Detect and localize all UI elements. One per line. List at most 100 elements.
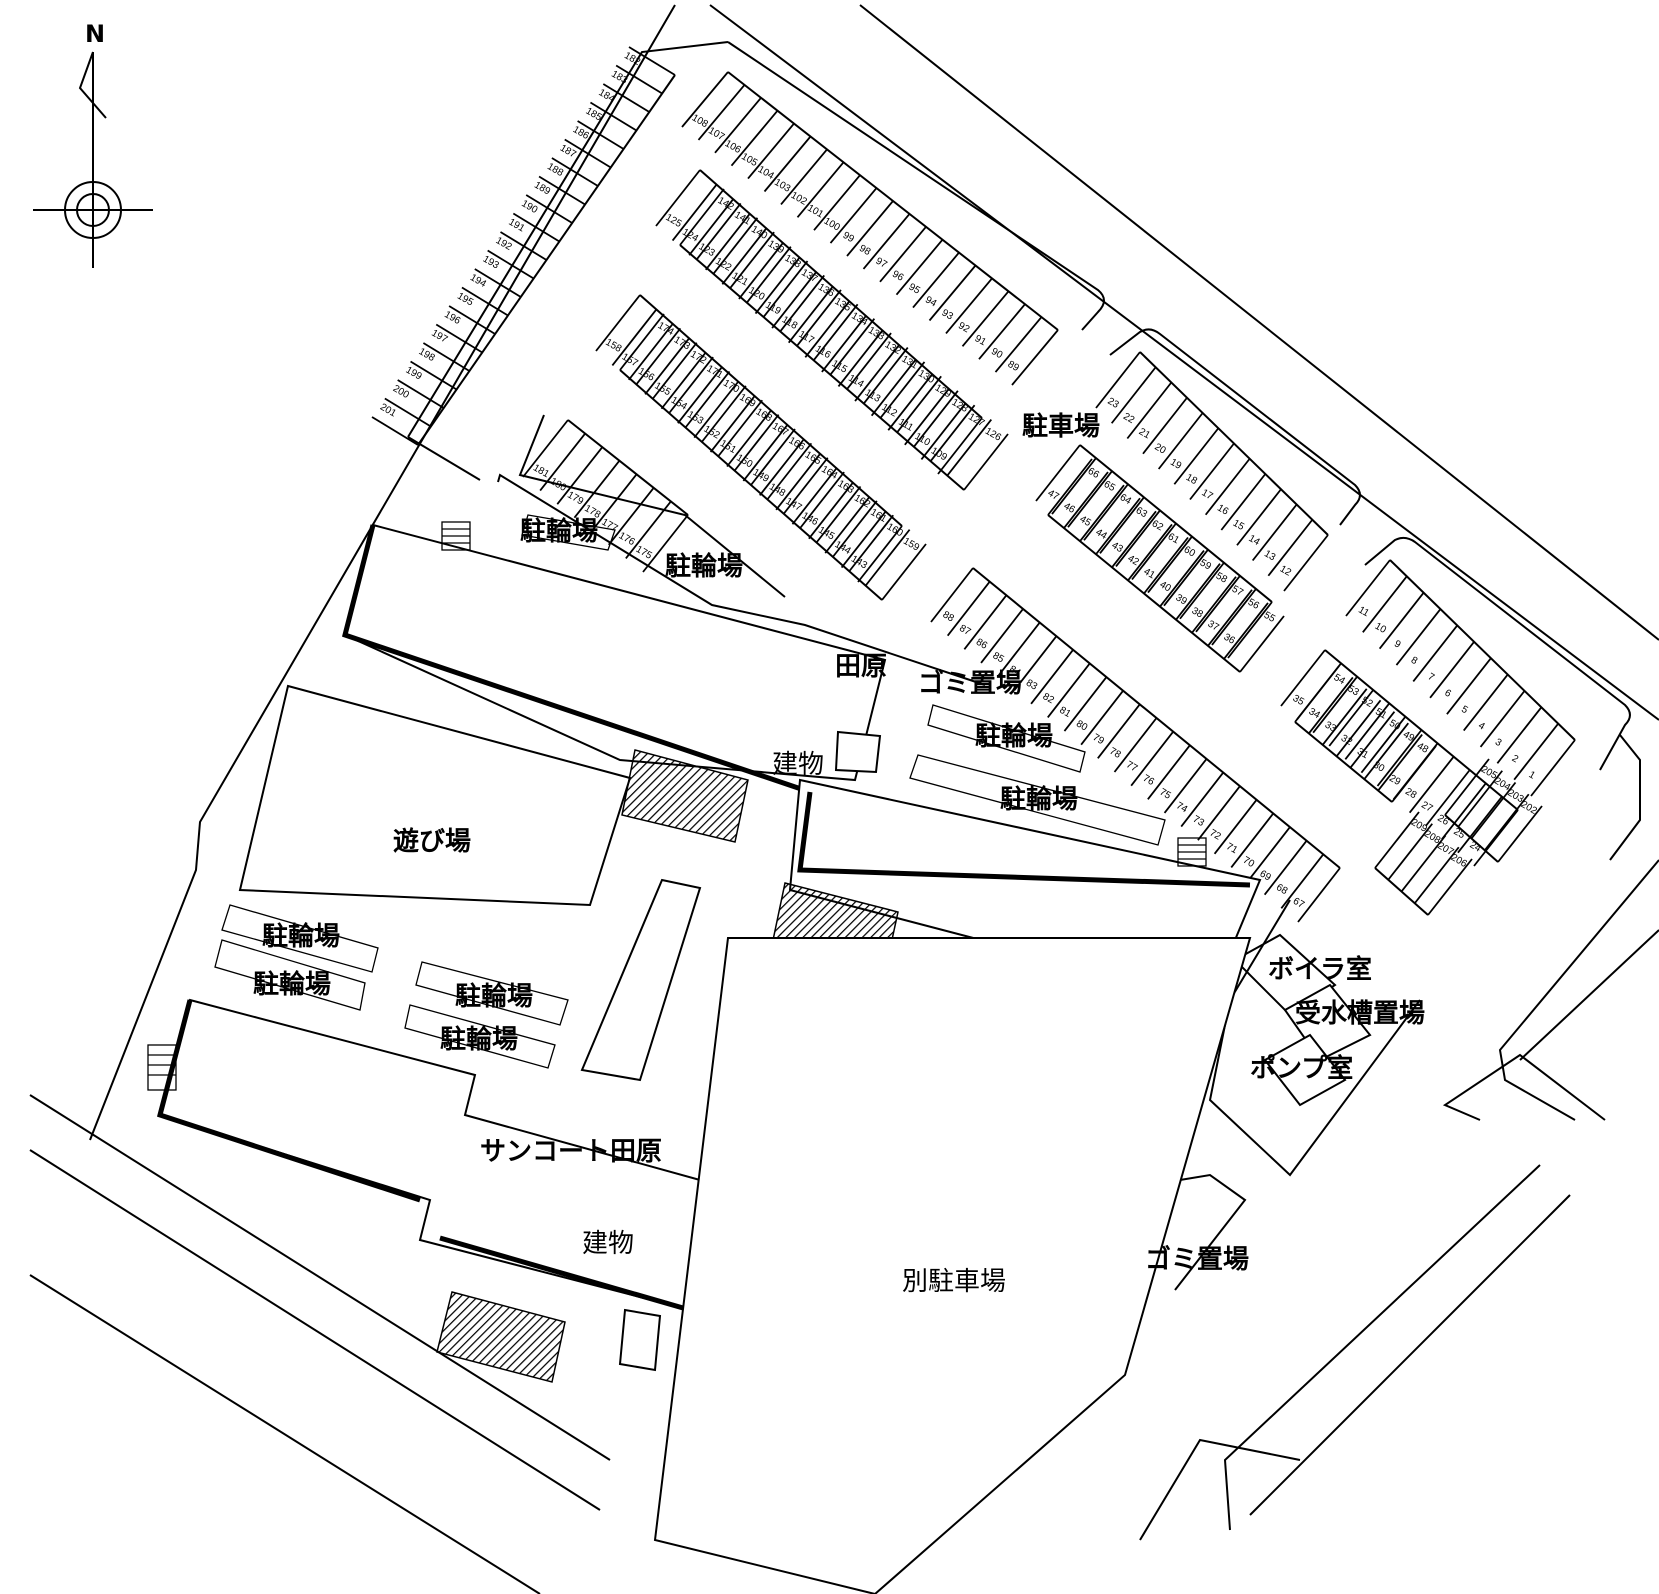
parking-stall-number: 46	[1062, 501, 1078, 516]
parking-stall-number: 79	[1091, 732, 1107, 747]
parking-stall-number: 128	[950, 397, 970, 415]
parking-stall-number: 100	[822, 216, 842, 234]
parking-stall-line	[567, 419, 689, 516]
parking-stall-number: 180	[548, 476, 568, 494]
parking-stall-line	[1414, 846, 1460, 904]
parking-stall-number: 29	[1387, 773, 1403, 788]
parking-stall-number: 110	[913, 431, 933, 449]
parking-stall-line	[1513, 723, 1559, 781]
parking-stall-line	[804, 300, 851, 358]
playground-label: 遊び場	[393, 826, 471, 857]
parking-stall-number: 14	[1246, 533, 1262, 548]
parking-stall-line	[829, 318, 876, 376]
parking-stall-line	[1391, 745, 1437, 803]
parking-stall-line	[746, 246, 792, 304]
parking-stall-line	[783, 457, 829, 515]
parking-stall-number: 17	[1199, 487, 1215, 502]
parking-stall-number: 64	[1118, 492, 1134, 507]
parking-stall-number: 5	[1459, 704, 1470, 717]
parking-stall-line	[840, 511, 887, 569]
parking-stall-line	[1111, 510, 1157, 568]
parking-stall-number: 95	[907, 282, 923, 297]
parking-stall-number: 52	[1359, 695, 1375, 710]
parking-stall-number: 69	[1258, 868, 1274, 883]
parking-stall-line	[1377, 734, 1423, 792]
parking-stall-line	[1131, 522, 1177, 581]
parking-stall-line	[754, 256, 801, 315]
parking-stall-number: 111	[896, 417, 915, 434]
parking-stall-line	[1110, 366, 1157, 424]
bike-parking-label: 駐輪場	[975, 721, 1053, 752]
parking-stall-number: 4	[1476, 720, 1487, 733]
parking-stall-number: 82	[1041, 691, 1057, 706]
parking-stall-number: 10	[1373, 621, 1389, 636]
parking-stall-number: 28	[1403, 786, 1419, 801]
parking-stall-line	[714, 97, 762, 154]
bike-racks	[214, 514, 1166, 1069]
parking-stall-number: 108	[690, 112, 710, 130]
building-name-label: サンコート田原	[480, 1137, 662, 1167]
parking-stall-line	[1344, 702, 1391, 760]
parking-stall-number: 9	[1392, 638, 1403, 651]
parking-stall-line	[1395, 608, 1442, 666]
parking-stall-line	[721, 227, 768, 285]
parking-stall-line	[435, 323, 483, 354]
parking-stall-line	[946, 581, 991, 637]
parking-stall-line	[821, 315, 867, 373]
parking-stall-line	[937, 417, 983, 475]
parking-stall-number: 68	[1274, 882, 1290, 897]
parking-stall-number: 137	[799, 267, 819, 285]
parking-stall-number: 58	[1214, 571, 1230, 586]
parking-stall-line	[857, 525, 903, 583]
parking-stall-number: 74	[1174, 800, 1190, 815]
parking-stall-line	[961, 290, 1010, 347]
parking-stall-line	[896, 375, 942, 433]
parking-stall-line	[1463, 673, 1509, 732]
parking-stall-line	[881, 543, 927, 601]
parking-stall-number: 94	[923, 294, 939, 309]
parking-stall-line	[1130, 731, 1174, 787]
parking-stall-number: 60	[1182, 544, 1198, 559]
parking-stall-number: 86	[974, 637, 990, 652]
parking-stall-line	[994, 316, 1043, 373]
parking-stall-number: 73	[1191, 814, 1207, 829]
parking-stall-line	[589, 101, 637, 132]
parking-stall-number: 78	[1107, 746, 1123, 761]
parking-stall-line	[602, 83, 650, 113]
parking-stall-number: 26	[1435, 813, 1451, 828]
parking-stall-line	[684, 370, 731, 429]
parking-stall-line	[1308, 676, 1354, 734]
parking-stall-number: 162	[852, 493, 872, 511]
parking-stall-number: 55	[1262, 610, 1278, 625]
parking-stall-line	[729, 231, 775, 289]
parking-stall-number: 99	[841, 230, 857, 245]
parking-stall-number: 105	[739, 151, 759, 169]
parking-stall-line	[1147, 744, 1191, 800]
separate-parking-area[interactable]	[653, 937, 1252, 1594]
parking-stall-line	[1427, 858, 1473, 916]
parking-stall-line	[1063, 676, 1108, 732]
parking-stall-number: 43	[1110, 540, 1126, 555]
parking-stall-number: 57	[1230, 584, 1246, 599]
parking-stall-line	[709, 395, 756, 453]
garbage-area-label: ゴミ置場	[1145, 1244, 1249, 1275]
parking-stall-line	[963, 594, 1008, 650]
parking-stall-line	[644, 337, 690, 395]
parking-stall-line	[1247, 826, 1291, 882]
parking-stall-line	[846, 200, 894, 257]
parking-stall-number: 161	[868, 507, 888, 525]
parking-stall-line	[1047, 662, 1091, 719]
parking-stall-number: 31	[1355, 746, 1371, 761]
parking-stall-number: 41	[1142, 566, 1158, 581]
parking-stall-line	[1173, 427, 1220, 485]
parking-stall-number: 168	[754, 406, 774, 424]
building-label: 建物	[582, 1228, 634, 1258]
roads	[29, 4, 1659, 1594]
parking-stall-number: 6	[1442, 688, 1453, 701]
parking-stall-line	[980, 608, 1024, 664]
parking-stall-line	[642, 514, 689, 573]
parking-stall-number: 16	[1215, 503, 1231, 518]
parking-stall-number: 61	[1166, 531, 1182, 546]
parking-stall-line	[1083, 483, 1129, 541]
parking-stall-number: 87	[957, 623, 973, 638]
